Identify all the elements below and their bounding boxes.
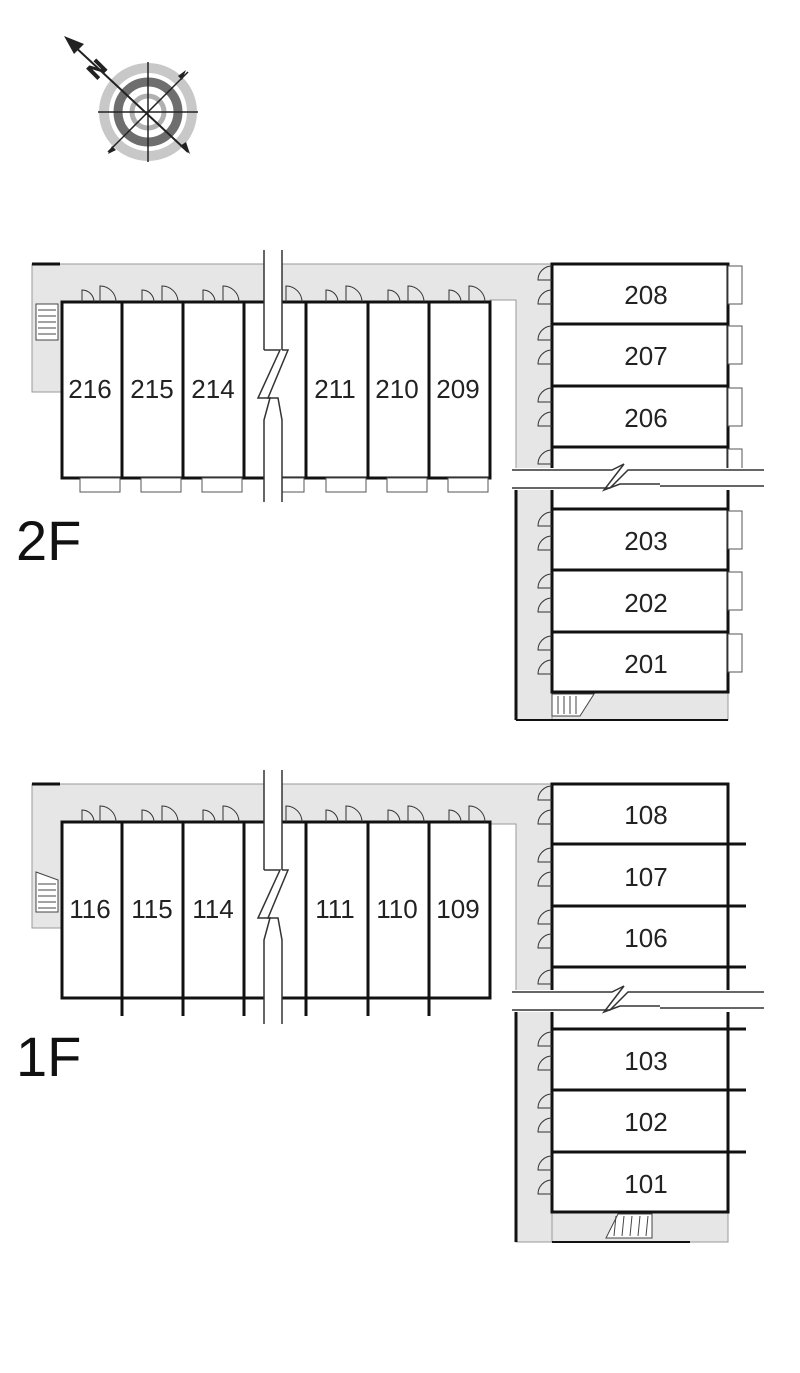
compass-rose-icon: N: [64, 36, 198, 162]
unit-label: 215: [130, 374, 173, 404]
unit-label: 115: [131, 894, 172, 924]
left-wing-2f: [60, 250, 492, 502]
unit-label: 203: [624, 526, 667, 556]
unit-label: 107: [624, 862, 667, 892]
unit-label: 206: [624, 403, 667, 433]
unit-label: 208: [624, 280, 667, 310]
unit-label: 202: [624, 588, 667, 618]
floor-1f: 116 115 114 111 110 109: [16, 770, 764, 1243]
stairs-1f-south: [605, 1213, 653, 1239]
floor-label: 2F: [16, 509, 81, 572]
unit-label: 108: [624, 800, 667, 830]
floor-label: 1F: [16, 1025, 81, 1088]
stairs-2f-west: [35, 303, 59, 341]
unit-label: 114: [192, 894, 233, 924]
unit-label: 111: [315, 894, 355, 924]
floor-2f: 216 215 214 211 210 209: [16, 250, 764, 721]
stairs-2f-south: [551, 693, 595, 717]
unit-label: 210: [375, 374, 418, 404]
stairs-1f-west: [35, 871, 59, 913]
unit-label: 106: [624, 923, 667, 953]
unit-label: 102: [624, 1107, 667, 1137]
right-wing-2f: [510, 262, 764, 694]
unit-label: 109: [436, 894, 479, 924]
right-wing-1f: [510, 782, 764, 1214]
left-wing-1f: [60, 770, 492, 1026]
unit-label: 214: [191, 374, 234, 404]
unit-label: 211: [314, 374, 355, 404]
unit-label: 103: [624, 1046, 667, 1076]
unit-label: 110: [376, 894, 417, 924]
unit-label: 209: [436, 374, 479, 404]
unit-label: 116: [69, 894, 110, 924]
unit-label: 207: [624, 341, 667, 371]
unit-label: 216: [68, 374, 111, 404]
unit-label: 101: [624, 1169, 667, 1199]
unit-label: 201: [624, 649, 667, 679]
